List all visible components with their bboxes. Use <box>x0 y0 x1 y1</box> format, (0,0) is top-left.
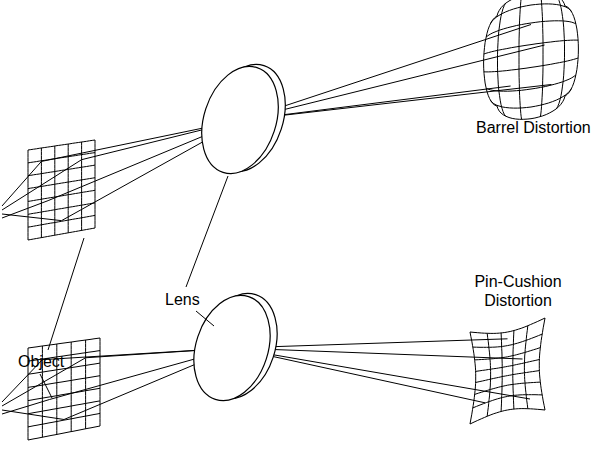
object-grid <box>28 140 95 240</box>
grid-line <box>484 40 578 54</box>
grid-line <box>473 395 542 408</box>
grid-line <box>54 146 55 235</box>
figure-label: Barrel Distortion <box>476 118 591 137</box>
grid-line <box>28 140 95 150</box>
grid-line <box>476 371 540 383</box>
light-ray <box>2 45 545 218</box>
grid-line <box>513 331 514 410</box>
grid-line <box>501 333 502 412</box>
grid-line <box>28 388 100 400</box>
grid-line <box>540 0 543 117</box>
grid-line <box>28 426 100 440</box>
grid-line <box>28 215 95 227</box>
barrel-grid <box>484 0 579 119</box>
upper-lens <box>189 55 298 184</box>
ray-bundle <box>2 25 551 221</box>
grid-line <box>484 58 578 72</box>
leader-lines <box>40 176 228 398</box>
pincushion-grid <box>470 318 545 424</box>
grid-line <box>28 228 95 240</box>
grid-line <box>28 338 100 348</box>
grid-line <box>491 88 572 108</box>
grid-line <box>41 148 42 238</box>
grid-line <box>557 0 565 109</box>
grid-line <box>85 340 86 429</box>
grid-line <box>524 326 527 409</box>
grid-line <box>475 382 541 394</box>
grid-line <box>487 333 490 416</box>
grid-line <box>476 360 540 372</box>
grid-line <box>470 318 545 333</box>
leader-line <box>48 238 84 350</box>
grid-line <box>28 376 100 388</box>
leader-line <box>40 374 52 398</box>
grid-line <box>475 348 541 360</box>
grid-line <box>28 401 100 414</box>
grid-line <box>28 178 95 189</box>
grid-line <box>71 342 72 432</box>
leader-line <box>186 176 228 287</box>
grid-line <box>470 332 476 424</box>
grid-line <box>100 338 101 426</box>
light-rays <box>2 25 551 420</box>
grid-line <box>497 0 565 16</box>
grid-line <box>470 409 545 424</box>
figure-label: Pin-Cushion Distortion <box>466 272 570 310</box>
grid-line <box>28 165 95 176</box>
grids <box>28 0 578 440</box>
grid-line <box>484 16 497 106</box>
grid-line <box>68 144 69 233</box>
grid-line <box>498 3 506 116</box>
grid-line <box>28 150 29 240</box>
leader-line <box>196 311 214 326</box>
grid-line <box>519 0 522 119</box>
grid-line <box>497 96 565 119</box>
part-label: Lens <box>165 290 200 309</box>
grid-line <box>486 75 576 91</box>
grid-line <box>28 203 95 214</box>
grid-line <box>28 413 100 427</box>
grid-line <box>95 140 96 228</box>
grid-line <box>486 21 576 37</box>
grid-line <box>28 190 95 201</box>
grid-line <box>539 318 545 410</box>
grid-line <box>28 153 95 163</box>
grid-line <box>565 6 578 96</box>
grid-line <box>473 334 542 347</box>
part-label: Object <box>18 352 64 371</box>
grid-line <box>81 142 82 230</box>
lenses <box>181 55 298 411</box>
